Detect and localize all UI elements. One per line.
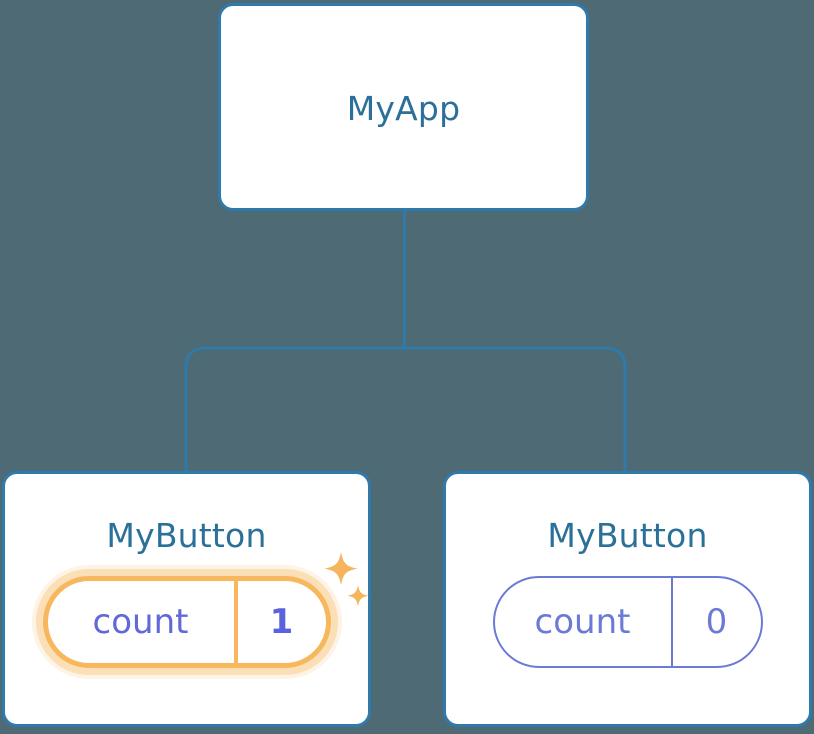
state-key-left: count bbox=[92, 602, 189, 642]
edge-root-to-left-child bbox=[184, 346, 405, 471]
state-pill-left-wrap: count 1 bbox=[42, 552, 369, 668]
edge-root-to-right-child bbox=[404, 346, 627, 471]
state-pill-left[interactable]: count 1 bbox=[42, 576, 331, 668]
node-myapp[interactable]: MyApp bbox=[218, 3, 589, 211]
sparkle-icon-large bbox=[324, 552, 357, 586]
state-pill-right-divider bbox=[670, 578, 673, 666]
state-pill-left-divider bbox=[233, 581, 238, 663]
state-pill-right[interactable]: count 0 bbox=[492, 576, 763, 668]
state-value-left: 1 bbox=[269, 602, 294, 642]
node-mybutton-right-title: MyButton bbox=[547, 516, 708, 555]
sparkle-icon-small bbox=[346, 585, 369, 607]
state-pill-right-wrap: count 0 bbox=[492, 576, 763, 668]
node-mybutton-left-title: MyButton bbox=[106, 516, 267, 555]
state-key-right: count bbox=[534, 602, 631, 642]
node-myapp-title: MyApp bbox=[346, 88, 461, 128]
node-mybutton-left[interactable]: MyButton count 1 bbox=[2, 471, 371, 727]
node-mybutton-right[interactable]: MyButton count 0 bbox=[443, 471, 812, 727]
state-value-right: 0 bbox=[705, 602, 728, 642]
